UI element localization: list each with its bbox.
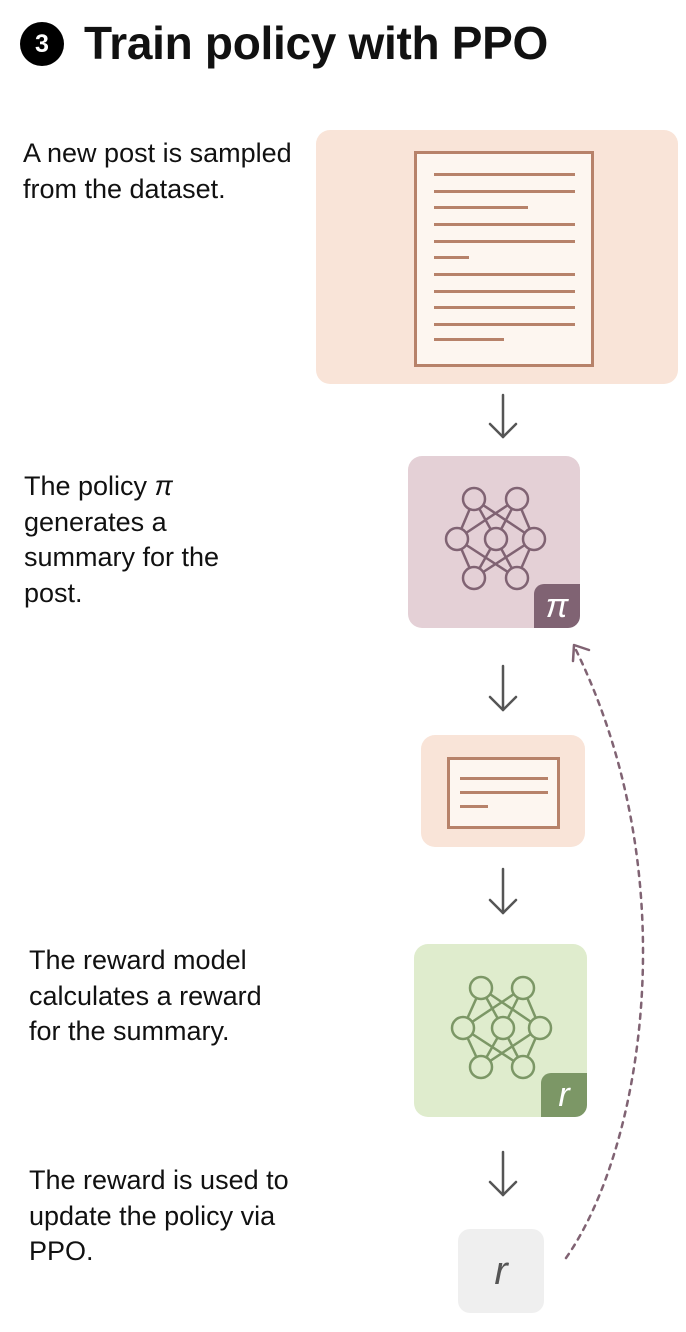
document-icon bbox=[414, 151, 594, 367]
arrow-summary-to-reward-model bbox=[488, 867, 518, 915]
policy-pi-badge: π bbox=[534, 584, 580, 628]
reward-value-node bbox=[458, 1229, 544, 1313]
summary-document-icon bbox=[447, 757, 560, 829]
reward-r-badge: r bbox=[541, 1073, 587, 1117]
policy-symbol: π bbox=[154, 471, 173, 501]
step-3-description: The reward model calculates a reward for… bbox=[29, 945, 262, 1046]
feedback-arrow-reward-to-policy bbox=[564, 643, 645, 1260]
step-number-badge: 3 bbox=[20, 22, 64, 66]
reward-value-label: r bbox=[494, 1249, 508, 1293]
arrow-post-to-policy bbox=[488, 393, 518, 439]
arrow-policy-to-summary bbox=[488, 664, 518, 712]
step-2-description: The policy π generates a summary for the… bbox=[24, 469, 284, 611]
step-2-text-before: The policy bbox=[24, 471, 155, 501]
step-2-text-after: generates a summary for the post. bbox=[24, 506, 220, 608]
step-4-description: The reward is used to update the policy … bbox=[29, 1165, 289, 1266]
page-title: Train policy with PPO bbox=[84, 17, 549, 69]
arrow-reward-model-to-reward bbox=[488, 1150, 518, 1197]
step-1-description: A new post is sampled from the dataset. bbox=[23, 138, 292, 204]
